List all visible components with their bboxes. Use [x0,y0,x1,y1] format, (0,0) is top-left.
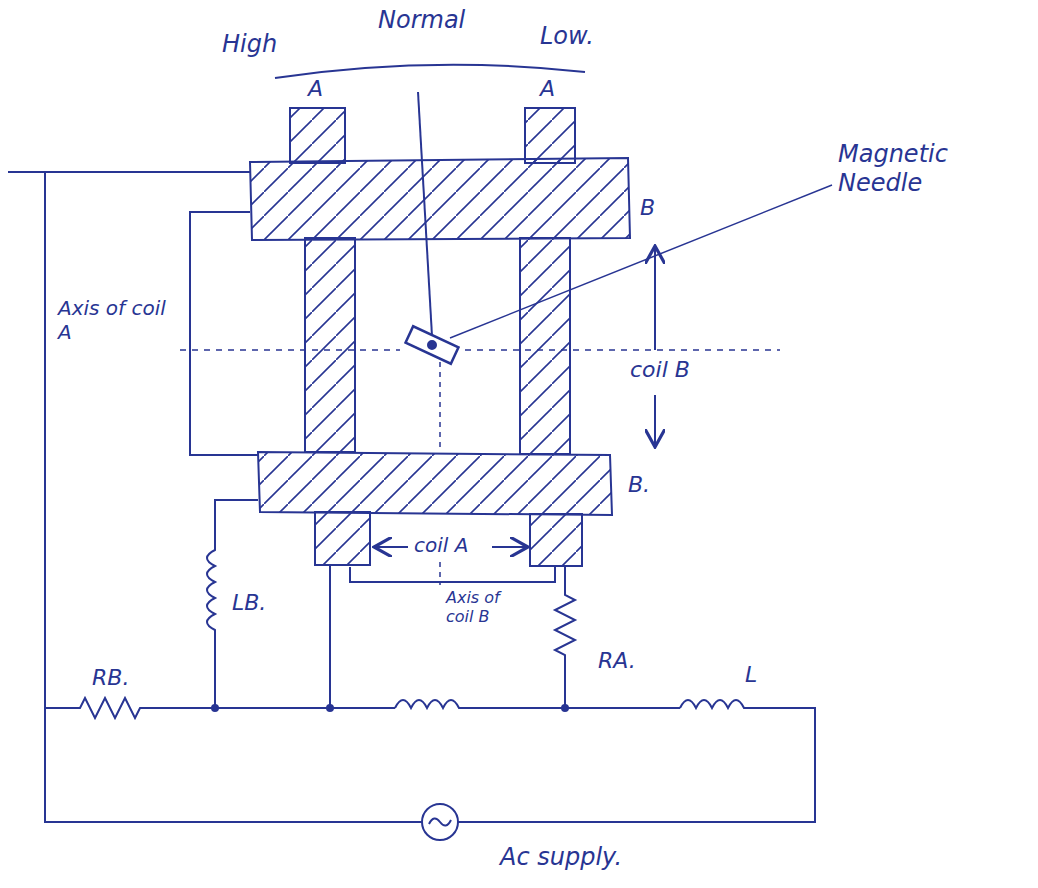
pointer [418,92,432,336]
coil-b-top-bar [250,158,630,240]
component-label: RB. [92,665,129,691]
coil-b-left-side [305,238,355,452]
callout-label: Magnetic Needle [838,140,1023,198]
scale-label: Normal [378,6,465,35]
inductor-la [395,700,680,708]
coil-b-arrow-up [654,248,656,350]
leader-line [450,185,832,338]
needle-pivot [428,341,436,349]
coil-b-right-side [520,238,570,454]
axis-label: Axis of coil A [58,296,173,344]
wire [190,212,258,455]
ac-source [422,804,458,840]
wire [329,565,331,708]
coil-b-arrow-down [654,395,656,445]
junction [327,705,333,711]
component-label: LB. [232,590,266,616]
part-letter: B [640,195,655,221]
part-label: coil A [414,533,468,557]
wire [8,172,422,822]
part-label: coil B [630,357,690,383]
bracket [350,567,555,582]
coil-a-arrow-right [492,546,526,548]
scale-label: High [222,30,277,59]
axis-label: Axis of coil B [446,588,524,626]
coil-a-top-left [290,108,345,163]
scale-label: Low. [540,22,594,51]
part-letter: A [540,76,555,102]
part-letter: A [308,76,323,102]
component-label: RA. [598,648,636,674]
coil-a-top-right [525,108,575,163]
ac-symbol [429,818,451,825]
inductor-l [458,700,815,822]
coil-b-bottom-bar [258,452,612,515]
component-label: L [745,662,757,688]
junction [562,705,568,711]
coil-a-arrow-left [376,546,408,548]
coil-a-bottom-left [315,512,370,565]
resistor-ra [555,566,575,708]
axis-a-line [180,349,780,351]
magnetic-needle [406,326,459,363]
resistor-rb [45,698,395,718]
supply-label: Ac supply. [500,843,622,872]
junction [212,705,218,711]
part-letter: B. [628,472,650,498]
coil-a-bottom-right [530,514,582,566]
